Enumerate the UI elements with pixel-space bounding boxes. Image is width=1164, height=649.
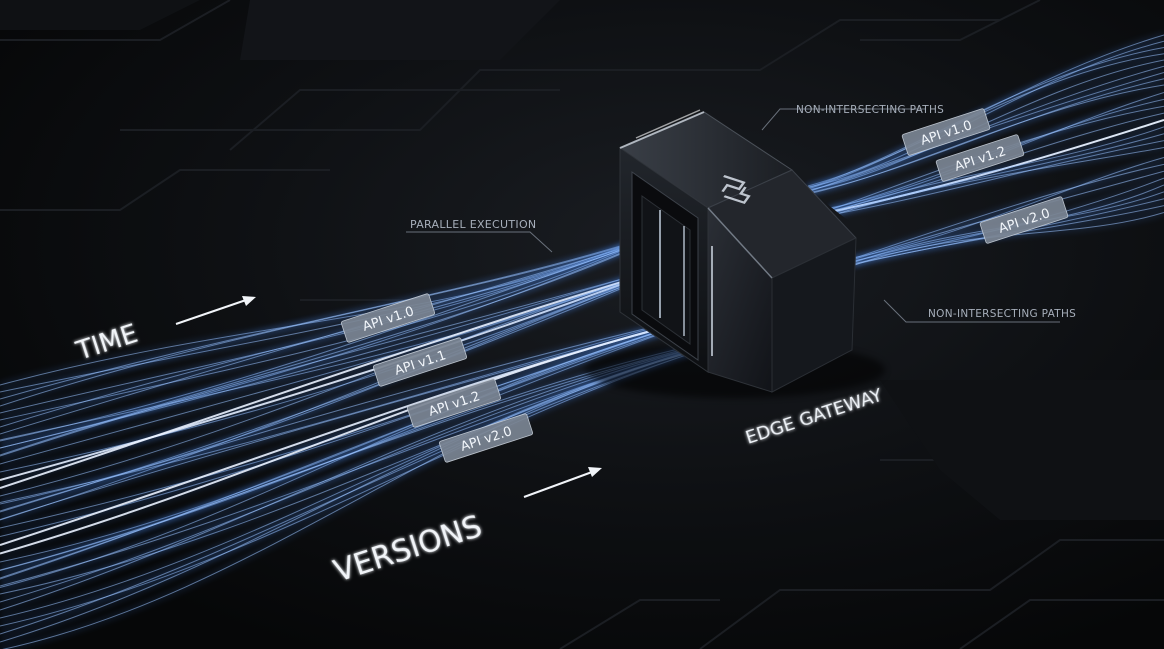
time-arrow-icon	[242, 296, 256, 306]
annotation-parallel-execution: PARALLEL EXECUTION	[410, 218, 536, 231]
annotation-non-intersecting-top: NON-INTERSECTING PATHS	[796, 104, 944, 116]
edge-gateway-box	[585, 109, 885, 398]
version-tag-bg	[901, 108, 991, 156]
versions-arrow-line	[523, 471, 593, 498]
annotation-non-intersecting-right: NON-INTERSECTING PATHS	[928, 308, 1076, 320]
light-strand	[0, 269, 661, 481]
light-strand	[829, 140, 1164, 216]
version-tag-bg	[935, 134, 1025, 182]
version-tag-bg	[340, 293, 436, 343]
floor-panel-fills	[240, 0, 560, 60]
light-strand	[0, 317, 701, 555]
version-tag-bg	[979, 196, 1069, 244]
light-strand	[0, 315, 701, 512]
version-tag-bg	[372, 337, 468, 387]
light-strand	[807, 84, 1164, 195]
annotation-lines	[406, 108, 1060, 323]
light-strand	[829, 147, 1164, 217]
versions-arrow-icon	[588, 467, 602, 477]
light-strand	[0, 270, 661, 497]
light-strand	[0, 267, 661, 457]
gateway-logo-icon	[721, 175, 751, 205]
time-arrow-line	[175, 299, 247, 325]
version-tag-bg	[406, 378, 502, 428]
light-strand	[829, 126, 1164, 214]
stream-bundle-left-2	[0, 265, 661, 522]
light-strand	[851, 163, 1164, 260]
version-tag-bg	[438, 413, 534, 463]
light-strand	[0, 269, 661, 489]
light-strand	[0, 238, 647, 407]
